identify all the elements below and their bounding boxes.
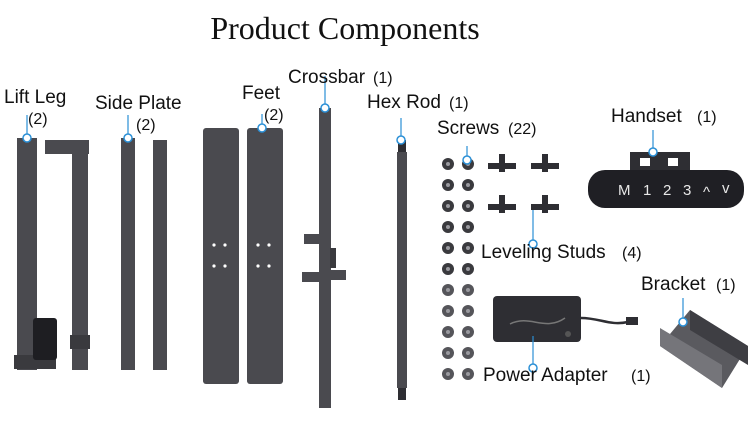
label-crossbar: Crossbar — [288, 67, 366, 88]
handset-button-down: v — [722, 180, 730, 197]
qty-bracket: (1) — [716, 277, 736, 294]
handset-button-1: 1 — [643, 182, 652, 199]
callout-markers — [22, 76, 688, 373]
handset-button-3: 3 — [683, 182, 692, 199]
callout-dot-icon — [678, 317, 688, 327]
leveling-studs-part — [488, 154, 559, 213]
power-adapter-part — [493, 296, 638, 342]
handset-button-m: M — [618, 182, 631, 199]
qty-leveling-studs: (4) — [622, 245, 642, 262]
label-lift-leg: Lift Leg — [4, 87, 67, 108]
qty-lift-leg: (2) — [28, 111, 48, 128]
page-title: Product Components — [210, 10, 480, 46]
qty-crossbar: (1) — [373, 70, 393, 87]
callout-dot-icon — [528, 363, 538, 373]
callout-dot-icon — [396, 135, 406, 145]
handset-button-up: ^ — [703, 184, 711, 201]
side-plate-part — [121, 138, 167, 370]
handset-button-2: 2 — [663, 182, 672, 199]
hex-rod-part — [397, 140, 407, 400]
feet-part — [203, 128, 283, 384]
callout-dot-icon — [648, 147, 658, 157]
callout-dot-icon — [123, 133, 133, 143]
label-bracket: Bracket — [641, 274, 706, 295]
label-leveling-studs: Leveling Studs — [481, 242, 606, 263]
label-power-adapter: Power Adapter — [483, 365, 608, 386]
callout-dot-icon — [257, 123, 267, 133]
label-screws: Screws — [437, 118, 500, 139]
qty-hex-rod: (1) — [449, 95, 469, 112]
qty-screws: (22) — [508, 121, 537, 138]
bracket-part — [660, 310, 748, 388]
handset-part — [588, 152, 744, 208]
label-feet: Feet — [242, 83, 281, 104]
callout-dot-icon — [22, 133, 32, 143]
label-handset: Handset — [611, 106, 682, 127]
callout-dot-icon — [320, 103, 330, 113]
lift-leg-part — [14, 138, 90, 370]
qty-side-plate: (2) — [136, 117, 156, 134]
label-hex-rod: Hex Rod — [367, 92, 441, 113]
crossbar-part — [302, 108, 346, 408]
label-side-plate: Side Plate — [95, 93, 182, 114]
qty-feet: (2) — [264, 107, 284, 124]
qty-handset: (1) — [697, 109, 717, 126]
callout-dot-icon — [528, 239, 538, 249]
qty-power-adapter: (1) — [631, 368, 651, 385]
callout-dot-icon — [462, 155, 472, 165]
screws-part — [442, 158, 474, 380]
